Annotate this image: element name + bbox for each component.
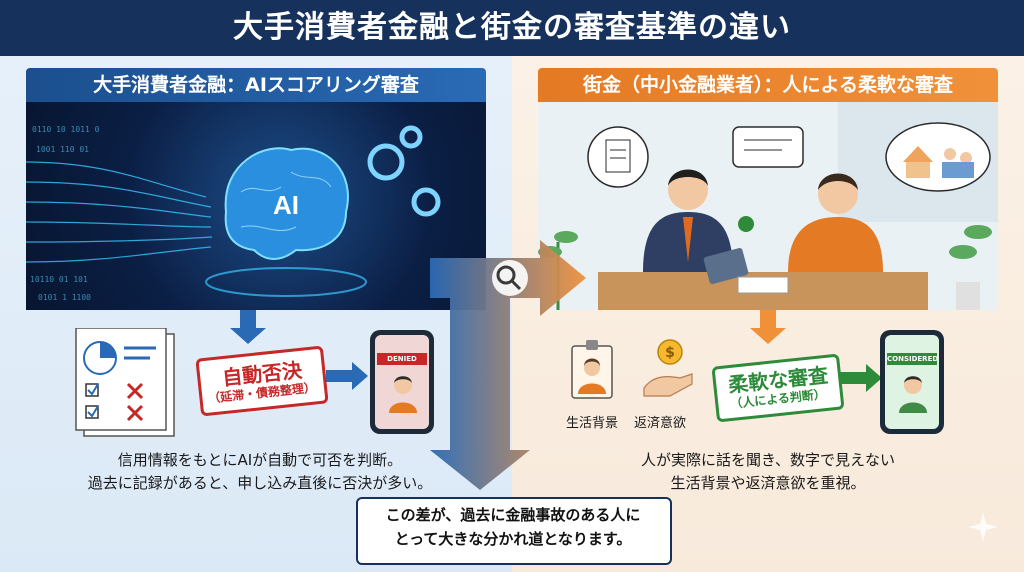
- person-avatar-icon: [389, 376, 417, 413]
- speech-bubble-icon: [732, 126, 804, 168]
- right-panel-heading: 街金（中小金融業者）：人による柔軟な審査: [538, 68, 998, 102]
- coin-hand-icon: $: [643, 339, 693, 397]
- central-flow-arrows: [430, 240, 586, 490]
- svg-text:0110 10 1011 0: 0110 10 1011 0: [32, 125, 100, 134]
- hologram-ring: [205, 267, 367, 297]
- left-description: 信用情報をもとにAIが自動で可否を判断。 過去に記録があると、申し込み直後に否決…: [30, 449, 490, 495]
- plant-right: [949, 225, 992, 310]
- denied-phone-screen: DENIED: [375, 335, 429, 429]
- left-down-arrow-icon: [230, 310, 266, 344]
- left-panel-heading: 大手消費者金融：AIスコアリング審査: [26, 68, 486, 102]
- conclusion-box: [356, 497, 672, 565]
- ai-brain-svg: 0110 10 1011 0 1001 110 01 10110 01 101 …: [26, 125, 441, 302]
- right-down-arrow-icon: [750, 310, 786, 344]
- family-home-thought-icon: [885, 122, 991, 192]
- considered-phone-screen: CONSIDERED: [885, 335, 939, 429]
- denied-label: DENIED: [377, 353, 427, 365]
- consultant-person: [643, 169, 749, 285]
- gear-icons: [367, 125, 441, 217]
- person-avatar-icon: [899, 376, 927, 413]
- svg-text:10110 01 101: 10110 01 101: [30, 275, 88, 284]
- binary-stream: 0110 10 1011 0 1001 110 01 10110 01 101 …: [30, 125, 100, 302]
- right-description-line1: 人が実際に話を聞き、数字で見えない: [641, 451, 895, 469]
- svg-text:$: $: [665, 345, 675, 361]
- considered-label: CONSIDERED: [887, 353, 939, 365]
- page-title: 大手消費者金融と街金の審査基準の違い: [233, 10, 791, 45]
- life-background-label: 生活背景: [566, 416, 619, 431]
- svg-text:0101 1 1100: 0101 1 1100: [38, 293, 91, 302]
- right-description-line2: 生活背景や返済意欲を重視。: [670, 474, 866, 492]
- right-description: 人が実際に話を聞き、数字で見えない 生活背景や返済意欲を重視。: [538, 449, 998, 495]
- considered-phone: CONSIDERED: [880, 330, 944, 434]
- denied-phone: DENIED: [370, 330, 434, 434]
- check-icon: [738, 216, 754, 232]
- left-right-arrow-icon: [326, 362, 368, 390]
- document-paper: [737, 276, 789, 294]
- conclusion-line2: とって大きな分かれ道となります。: [394, 530, 632, 548]
- left-description-line2: 過去に記録があると、申し込み直後に否決が多い。: [87, 474, 433, 492]
- clipboard-bubble-icon: [587, 126, 649, 188]
- ai-brain-illustration: 0110 10 1011 0 1001 110 01 10110 01 101 …: [26, 102, 486, 310]
- ai-text: AI: [273, 190, 299, 220]
- title-bar: [0, 0, 1024, 56]
- conclusion-line1: この差が、過去に金融事故のある人に: [385, 506, 641, 524]
- repayment-will-label: 返済意欲: [634, 416, 687, 431]
- consultation-illustration: [538, 102, 998, 310]
- client-person: [788, 173, 883, 272]
- magnifier-icon: [496, 265, 522, 291]
- sparkle-icon: [968, 512, 998, 542]
- consultation-svg: [538, 102, 998, 310]
- credit-report-icon: [75, 328, 175, 437]
- left-description-line1: 信用情報をもとにAIが自動で可否を判断。: [117, 451, 403, 469]
- brain-shape: [224, 147, 349, 260]
- id-card-icon: [571, 340, 613, 399]
- right-right-arrow-icon: [840, 364, 882, 392]
- circuit-lines: [26, 161, 213, 263]
- conclusion-text: この差が、過去に金融事故のある人に とって大きな分かれ道となります。: [356, 503, 670, 551]
- svg-text:1001 110 01: 1001 110 01: [36, 145, 89, 154]
